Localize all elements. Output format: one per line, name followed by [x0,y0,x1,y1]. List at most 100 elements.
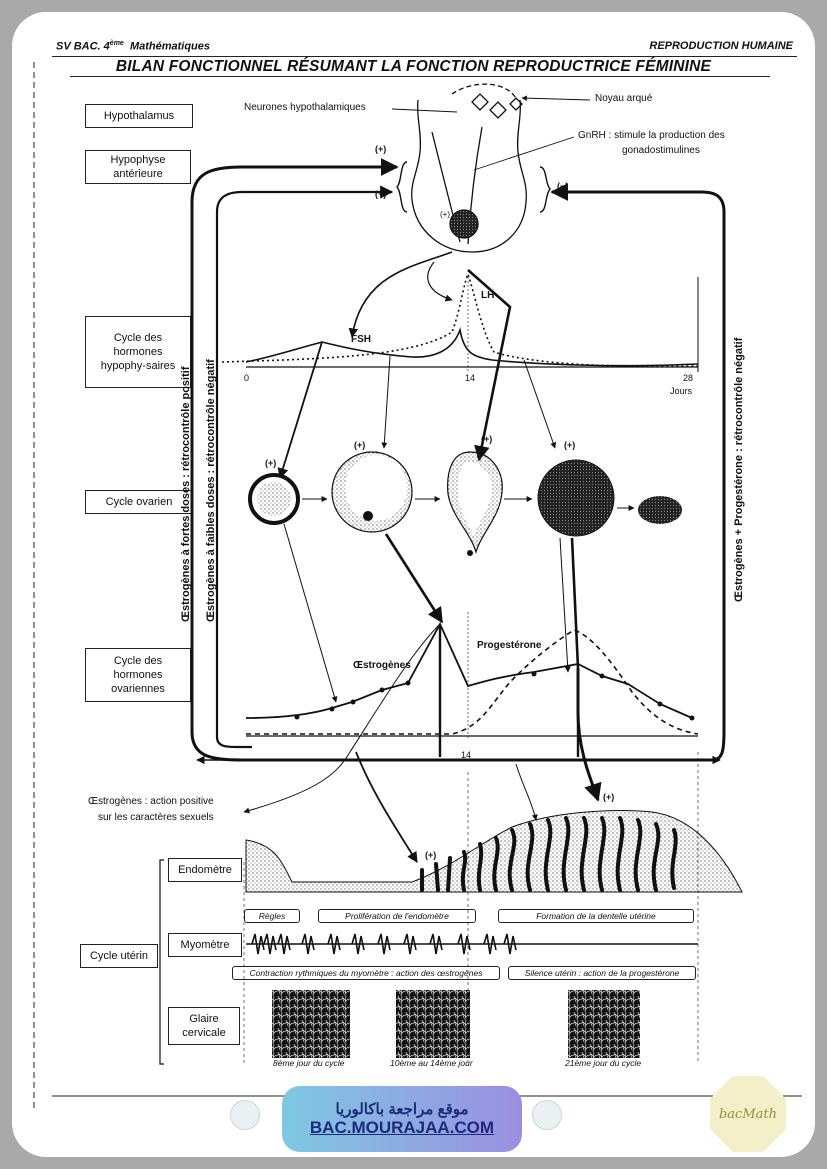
footer-url-link[interactable]: BAC.MOURAJAA.COM [309,1118,495,1137]
fsh-output-arrow [348,251,453,338]
gnrh-leader [473,136,575,171]
axis-tick-0: 0 [244,373,250,383]
feedback-negative-combined-label: Œstrogènes + Progestérone : rétrocontrôl… [733,337,745,602]
label-glaire-cervicale: Glaire cervicale [168,1007,240,1045]
phase-contraction: Contraction rythmiques du myomètre : act… [232,966,500,980]
corpus-luteum-plus: (+) [564,440,576,450]
luteum-thin-arrow [559,537,571,673]
oestrogenes-label: Œstrogènes [353,660,411,671]
pituitary-plus: (+) [440,210,450,219]
axis-unit: Jours [670,386,693,396]
luteum-progesterone-arrow [570,537,580,669]
neurones-label: Neurones hypothalamiques [244,102,366,113]
oestrogenes-action-label-1: Œstrogènes : action positive [88,796,214,807]
axis-tick-28: 28 [683,373,694,383]
label-hormones-hypophysaires: Cycle des hormones hypophy-saires [85,316,191,388]
myometrium-drawing [246,933,698,955]
header-right: REPRODUCTION HUMAINE [649,40,793,52]
label-hormones-ovariennes: Cycle des hormones ovariennes [85,648,191,702]
uterine-bracket [159,859,164,1065]
glaire-image-1 [272,990,350,1058]
hypophyseal-hormone-chart [221,271,699,372]
label-hypothalamus: Hypothalamus [85,104,193,128]
axis-tick-14: 14 [465,373,476,383]
page-title: BILAN FONCTIONNEL RÉSUMANT LA FONCTION R… [115,58,712,75]
lh-label: LH [481,290,495,301]
glaire-image-2 [396,990,470,1058]
noyau-leader [521,95,591,101]
glaire-caption-2: 10ème au 14ème jour [390,1058,473,1068]
progesterone-to-endometrium-arrow [576,668,602,802]
phase-regles: Règles [244,909,300,923]
endometre-plus-left: (+) [425,850,437,860]
oestrogenes-action-label-2: sur les caractères sexuels [98,812,214,823]
glaire-caption-3: 21ème jour du cycle [565,1058,642,1068]
hypophyse-minus-right-label: (−) [557,181,569,191]
neurones-leader [391,108,458,113]
corpus-luteum [537,459,615,537]
hypophyse-minus-left-label: (−) [375,189,387,199]
lh-to-luteum-arrow [523,359,557,449]
feedback-positive-label: Œstrogènes à fortes doses : rétrocontrôl… [180,366,192,623]
fsh-to-follicle-arrow [277,341,323,480]
fsh-curve [245,326,699,367]
lh-output-arrow [427,261,453,302]
oestrogen-to-endometrium-arrow [355,751,418,863]
footer-banner[interactable]: موقع مراجعة باكالوريا BAC.MOURAJAA.COM [282,1086,522,1152]
follicle-1-plus: (+) [265,458,277,468]
feedback-loop-inner [215,185,394,732]
footer-logo-right-icon [532,1100,562,1130]
fsh-label: FSH [351,334,371,345]
phase-proliferation: Prolifération de l'endomètre [318,909,476,923]
primary-follicle [248,473,300,525]
corpus-albicans [638,496,682,524]
lh-curve [221,271,699,368]
noyau-label: Noyau arqué [595,93,653,104]
growing-follicle [331,451,413,533]
label-endometre: Endomètre [168,858,242,882]
endometrium-drawing [245,810,743,893]
title-rule [70,76,770,77]
endometre-plus-right: (+) [603,792,615,802]
gnrh-label-2: gonadostimulines [622,145,700,156]
footer-logo-left-icon [230,1100,260,1130]
feedback-loop-right [550,183,726,732]
fsh-to-follicle2-arrow [381,355,391,449]
progesterone-label: Progestérone [477,640,542,651]
follicle-2-plus: (+) [354,440,366,450]
oestrogen-markers [294,671,695,721]
ovarian-cycle [248,451,682,556]
ovarian-hormone-chart [245,612,699,740]
phase-dentelle: Formation de la dentelle utérine [498,909,694,923]
oestrogen-curve [245,621,693,719]
footer-arabic-text: موقع مراجعة باكالوريا [335,1101,469,1118]
feedback-loop-outer [190,158,399,732]
growing-follicle-oestrogen-arrow [384,533,444,624]
feedback-bottom-left [190,731,726,762]
glaire-image-3 [568,990,640,1058]
feedback-negative-low-label: Œstrogènes à faibles doses : rétrocontrô… [205,359,217,622]
glaire-caption-1: 8ème jour du cycle [273,1058,345,1068]
header-left: SV BAC. 4ème Mathématiques [56,40,211,53]
hypophyse-plus-label: (+) [375,144,387,154]
bracket-left [396,161,408,213]
follicle-to-oestrogen-arrow [283,523,338,703]
oestrogen-to-characters-arrow [243,623,441,814]
label-hypophyse: Hypophyse antérieure [85,150,191,184]
bracket-right [539,166,551,213]
pituitary-drawing [411,83,527,253]
ovulating-follicle [447,451,503,555]
label-cycle-ovarien: Cycle ovarien [85,490,193,514]
document-page: SV BAC. 4ème Mathématiques REPRODUCTION … [12,12,815,1157]
phase-silence: Silence utérin : action de la progestéro… [508,966,696,980]
progesterone-curve [246,629,699,735]
feedback-inner-bottom [215,732,252,749]
label-cycle-uterin: Cycle utérin [80,944,158,968]
oestrogen-prolif-arrow [515,763,538,821]
axis-tick-14-lower: 14 [461,750,472,760]
label-myometre: Myomètre [168,933,242,957]
ovulation-plus: (+) [481,434,493,444]
bacmath-logo: bacMath [710,1076,786,1152]
header-rule [52,56,797,57]
gnrh-label-1: GnRH : stimule la production des [578,130,725,141]
